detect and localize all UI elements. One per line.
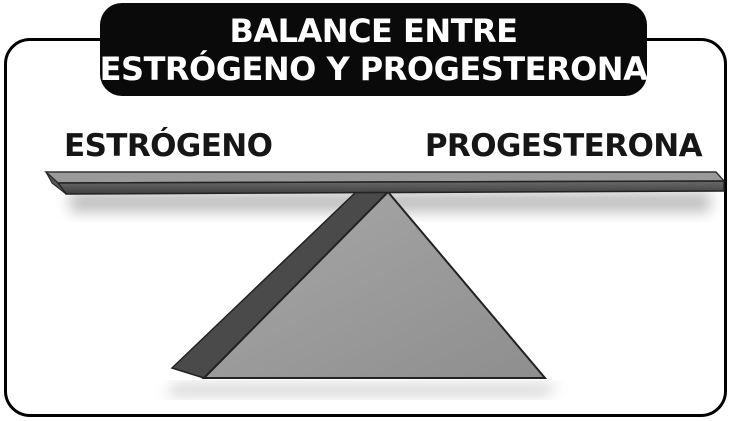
title-line-2: ESTRÓGENO Y PROGESTERONA	[99, 49, 648, 88]
plank-front-face	[56, 180, 725, 195]
fulcrum-shadow	[165, 385, 560, 395]
seesaw-plank	[44, 171, 726, 195]
title-line-1: BALANCE ENTRE	[229, 11, 518, 50]
plank-end-face	[45, 171, 67, 195]
fulcrum	[170, 190, 548, 379]
title-banner: BALANCE ENTRE ESTRÓGENO Y PROGESTERONA	[99, 3, 648, 96]
fulcrum-front-face	[201, 190, 548, 379]
label-estrogen: ESTRÓGENO	[64, 128, 273, 164]
label-progesterone: PROGESTERONA	[424, 128, 703, 164]
